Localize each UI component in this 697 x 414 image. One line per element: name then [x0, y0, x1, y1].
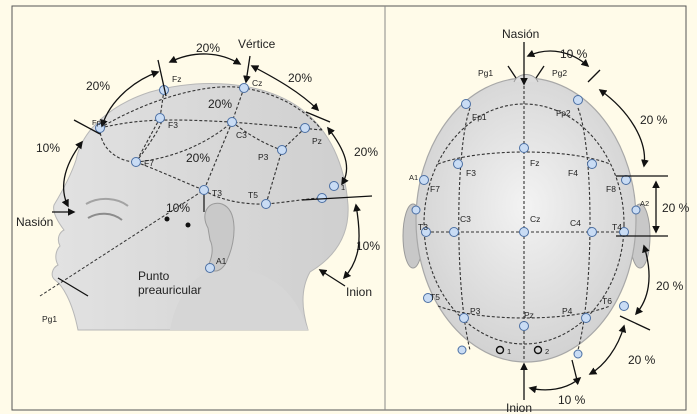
- side-p3-label: P3: [258, 152, 269, 162]
- top-a1-label: A1: [409, 173, 418, 182]
- side-electrode-f7: [132, 158, 141, 167]
- top-pg2-label: Pg2: [552, 68, 567, 78]
- top-pct-right-ear: 20 %: [662, 201, 690, 215]
- top-pct-top: 10 %: [560, 47, 588, 61]
- top-p3-label: P3: [470, 306, 481, 316]
- side-ear-dot: [186, 223, 191, 228]
- side-electrode-o1a: [318, 194, 327, 203]
- side-pct-fz-cz: 20%: [196, 41, 220, 55]
- top-f7-label: F7: [430, 184, 440, 194]
- side-cz-label: Cz: [252, 78, 262, 88]
- top-fz-label: Fz: [530, 158, 539, 168]
- side-pz-label: Pz: [312, 136, 322, 146]
- side-pct-o1-inion: 10%: [356, 239, 380, 253]
- top-o1-label: 1: [507, 347, 511, 356]
- top-t4-label: T4: [612, 222, 622, 232]
- top-t5-label: T5: [430, 292, 440, 302]
- side-f7-label: F7: [144, 158, 154, 168]
- top-nasion-label: Nasión: [502, 27, 539, 41]
- top-o2-label: 2: [545, 347, 549, 356]
- side-fp1-label: Fp1: [92, 118, 105, 127]
- side-electrode-cz: [240, 84, 249, 93]
- side-fz-label: Fz: [172, 74, 181, 84]
- side-electrode-pz: [301, 124, 310, 133]
- side-o1-label: 1: [341, 183, 345, 192]
- top-electrode-p3: [460, 314, 469, 323]
- side-f3-label: F3: [168, 120, 178, 130]
- top-electrode-a2: [632, 206, 640, 214]
- side-inion-label: Inion: [346, 285, 372, 299]
- top-electrode-c4: [588, 228, 597, 237]
- top-c4-label: C4: [570, 218, 581, 228]
- top-electrode-cz: [520, 228, 529, 237]
- top-electrode-f3: [454, 160, 463, 169]
- top-inion-label: Inion: [506, 401, 532, 414]
- top-pz-label: Pz: [524, 310, 534, 320]
- top-pct-bottom-right: 20 %: [628, 353, 656, 367]
- top-f4-label: F4: [568, 168, 578, 178]
- top-pct-bottom: 10 %: [558, 393, 586, 407]
- top-view: Nasión Inion Pg1 Pg2 A1 A2 10 % 20 % 20 …: [403, 27, 690, 414]
- top-c3-label: C3: [460, 214, 471, 224]
- side-electrode-p3: [278, 146, 287, 155]
- top-electrode-f7: [420, 176, 429, 185]
- side-pct-f3-c3: 20%: [208, 97, 232, 111]
- top-electrode-t6: [620, 302, 629, 311]
- side-t5-label: T5: [248, 190, 258, 200]
- top-electrode-f4: [588, 160, 597, 169]
- side-nasion-label: Nasión: [16, 215, 53, 229]
- side-pct-nasion-fp1: 10%: [36, 141, 60, 155]
- side-t3-label: T3: [212, 188, 222, 198]
- top-electrode-pg1: [458, 346, 466, 354]
- side-electrode-t5: [262, 200, 271, 209]
- top-electrode-pz: [520, 322, 529, 331]
- side-pg1-label: Pg1: [42, 314, 57, 324]
- side-c3-label: C3: [236, 130, 247, 140]
- top-fp1-label: Fp1: [472, 112, 487, 122]
- top-pct-right-lower: 20 %: [656, 279, 684, 293]
- top-electrode-p4: [582, 314, 591, 323]
- top-pg1-label: Pg1: [478, 68, 493, 78]
- side-view: Vértice Nasión Inion Punto preauricular …: [16, 37, 380, 330]
- top-f3-label: F3: [466, 168, 476, 178]
- top-t3-label: T3: [418, 222, 428, 232]
- top-t6-label: T6: [602, 296, 612, 306]
- side-electrode-a1: [206, 264, 215, 273]
- top-fp2-label: Fp2: [556, 108, 571, 118]
- side-pct-t3-preauricular: 10%: [166, 201, 190, 215]
- top-electrode-fp1: [462, 100, 471, 109]
- top-electrode-f8: [622, 176, 631, 185]
- side-electrode-o1: [330, 182, 339, 191]
- top-p4-label: P4: [562, 306, 573, 316]
- side-preauricular-label: preauricular: [138, 283, 201, 297]
- top-electrode-c3: [450, 228, 459, 237]
- side-vertice-label: Vértice: [238, 37, 276, 51]
- side-pct-c3-t3: 20%: [186, 151, 210, 165]
- side-pct-pz-o1: 20%: [354, 145, 378, 159]
- side-electrode-c3: [228, 118, 237, 127]
- side-electrode-t3: [200, 186, 209, 195]
- top-electrode-fz: [520, 144, 529, 153]
- side-pct-fp1-fz: 20%: [86, 79, 110, 93]
- side-preauricular-dot: [165, 217, 170, 222]
- top-electrode-fp2: [574, 96, 583, 105]
- side-punto-label: Punto: [138, 269, 170, 283]
- top-electrode-pg2: [574, 350, 582, 358]
- top-electrode-a1: [412, 206, 420, 214]
- top-a2-label: A2: [640, 199, 649, 208]
- top-cz-label: Cz: [530, 214, 540, 224]
- top-nose: [514, 75, 538, 83]
- side-pct-cz-pz: 20%: [288, 71, 312, 85]
- top-pct-right-upper: 20 %: [640, 113, 668, 127]
- side-a1-label: A1: [216, 256, 227, 266]
- top-f8-label: F8: [606, 184, 616, 194]
- side-electrode-f3: [156, 114, 165, 123]
